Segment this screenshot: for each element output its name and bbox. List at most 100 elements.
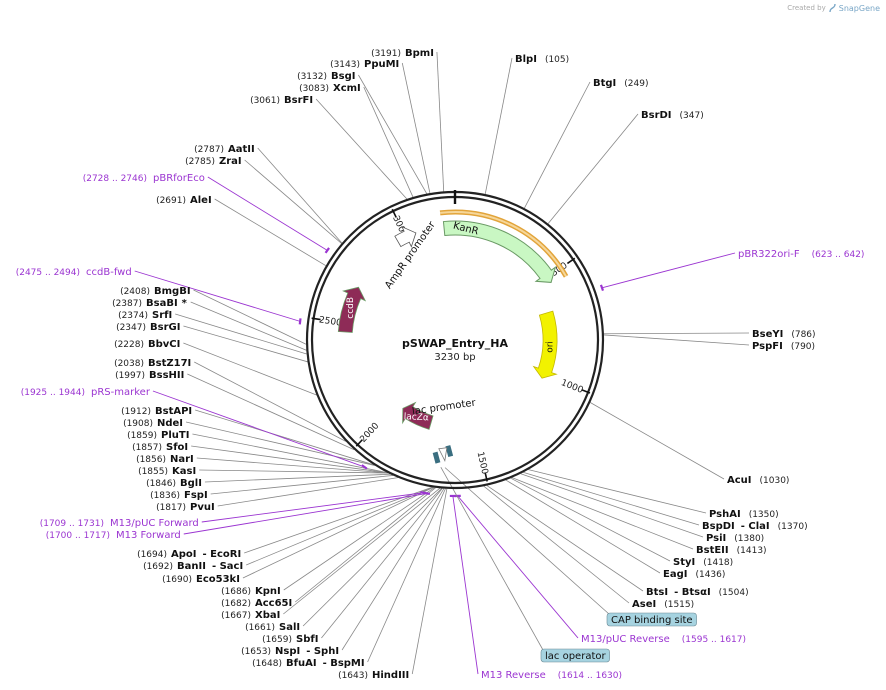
enzyme-site[interactable]: BsrGI(2347): [116, 322, 180, 333]
enzyme-position: (1836): [150, 491, 180, 501]
enzyme-site[interactable]: StyI(1418): [673, 557, 733, 568]
leader-line: [194, 361, 346, 442]
enzyme-site[interactable]: BtgI(249): [593, 78, 648, 89]
enzyme-position: (1436): [695, 570, 725, 580]
enzyme-site[interactable]: SbfI(1659): [262, 634, 318, 645]
primer-site[interactable]: pRS-marker(1925 .. 1944): [21, 387, 151, 398]
enzyme-site[interactable]: BspDI- ClaI(1370): [702, 521, 808, 532]
leader-line: [294, 487, 436, 603]
primer-site[interactable]: ccdB-fwd(2475 .. 2494): [16, 267, 132, 278]
enzyme-site[interactable]: ZraI(2785): [185, 156, 242, 167]
enzyme-site[interactable]: EagI(1436): [663, 569, 725, 580]
leader-line: [242, 487, 434, 579]
leader-line: [246, 486, 433, 566]
enzyme-position: (2374): [118, 311, 148, 321]
leader-line: [510, 477, 671, 562]
enzyme-position: (1690): [162, 575, 192, 585]
boxed-feature-text: CAP binding site: [611, 615, 693, 626]
primer-site[interactable]: pBRforEco(2728 .. 2746): [83, 173, 205, 184]
feature-kanr[interactable]: [442, 220, 557, 283]
enzyme-site[interactable]: Acc65I(1682): [221, 598, 292, 609]
enzyme-site[interactable]: HindIII(1643): [338, 670, 409, 681]
enzyme-site[interactable]: BbvCI(2228): [114, 339, 180, 350]
enzyme-site[interactable]: BpmI (3191): [371, 48, 434, 59]
enzyme-site[interactable]: KpnI(1686): [221, 586, 281, 597]
leader-line: [341, 488, 445, 651]
enzyme-site[interactable]: PpuMI(3143): [330, 59, 399, 70]
boxed-feature-label[interactable]: CAP binding site: [606, 612, 697, 627]
enzyme-site[interactable]: BsrDI (347): [641, 110, 704, 121]
enzyme-site[interactable]: BseYI(786): [752, 329, 816, 340]
enzyme-site[interactable]: BssHII(1997): [115, 370, 184, 381]
primer-site[interactable]: M13/pUC Reverse(1595 .. 1617): [581, 634, 746, 645]
leader-line: [401, 62, 431, 194]
primer-site[interactable]: M13/pUC Forward(1709 .. 1731): [40, 518, 199, 529]
lac-promoter-mark: [438, 447, 448, 463]
feature-ori[interactable]: [532, 310, 558, 379]
enzyme-site[interactable]: AseI(1515): [632, 599, 694, 610]
primer-site[interactable]: M13 Reverse(1614 .. 1630): [481, 670, 622, 681]
leader-line: [199, 469, 388, 474]
enzyme-site[interactable]: XbaI(1667): [221, 610, 280, 621]
enzyme-site[interactable]: BsgI(3132): [297, 71, 355, 82]
enzyme-position: (3191): [371, 49, 401, 59]
primer-site[interactable]: pBR322ori-F(623 .. 642): [738, 249, 864, 260]
feature-ampr-promoter[interactable]: [394, 225, 417, 248]
enzyme-site[interactable]: BstEII(1413): [696, 545, 767, 556]
enzyme-site[interactable]: BsaBI(2387)*: [112, 298, 188, 309]
primer-name: pBRforEco: [153, 173, 205, 184]
enzyme-name: AatII: [228, 144, 255, 155]
enzyme-name: StyI: [673, 557, 695, 568]
enzyme-name: PvuI: [190, 502, 215, 513]
enzyme-site[interactable]: BstZ17I(2038): [114, 358, 191, 369]
enzyme-site[interactable]: BfuAI(1648)- BspMI: [252, 658, 365, 669]
leader-line: [528, 469, 707, 514]
enzyme-name: BsrDI: [641, 110, 672, 121]
enzyme-site[interactable]: BsrFI(3061): [250, 95, 313, 106]
enzyme-site[interactable]: AleI(2691): [156, 195, 212, 206]
enzyme-site[interactable]: SfoI(1857): [132, 442, 188, 453]
enzyme-site[interactable]: AatII(2787): [194, 144, 255, 155]
leader-line: [367, 488, 446, 663]
enzyme-site[interactable]: PshAI(1350): [709, 509, 779, 520]
enzyme-site[interactable]: PsiI(1380): [706, 533, 764, 544]
enzyme-site[interactable]: ApoI(1694)- EcoRI: [137, 549, 241, 560]
enzyme-site[interactable]: KasI(1855): [138, 466, 196, 477]
enzyme-site[interactable]: PluTI(1859): [127, 430, 189, 441]
feature-ccdb[interactable]: [337, 286, 367, 333]
enzyme-name: BpmI: [405, 48, 434, 59]
leader-line: [210, 475, 393, 495]
enzyme-site[interactable]: BlpI(105): [515, 54, 569, 65]
ruler-tick: [581, 389, 591, 394]
leader-line: [484, 57, 513, 195]
enzyme-site[interactable]: BmgBI(2408): [120, 286, 190, 297]
feature-lacza[interactable]: [402, 401, 434, 430]
primer-site[interactable]: M13 Forward(1700 .. 1717): [46, 530, 181, 541]
enzyme-site[interactable]: BanII(1692)- SacI: [143, 561, 243, 572]
enzyme-site[interactable]: PvuI(1817): [156, 502, 215, 513]
enzyme-site[interactable]: BglI(1846): [146, 478, 202, 489]
enzyme-site[interactable]: BtsI- BtsαI(1504): [646, 587, 749, 598]
enzyme-site[interactable]: SrfI(2374): [118, 310, 172, 321]
enzyme-position: (347): [680, 111, 704, 121]
enzyme-name: BfuAI: [286, 658, 317, 669]
enzyme-site[interactable]: Eco53kI(1690): [162, 574, 240, 585]
enzyme-site[interactable]: NdeI(1908): [123, 418, 183, 429]
enzyme-name: FspI: [184, 490, 208, 501]
boxed-feature-label[interactable]: lac operator: [540, 648, 610, 663]
enzyme-site[interactable]: FspI (1836): [150, 490, 208, 501]
leader-line: [444, 467, 610, 615]
enzyme-site[interactable]: SalI(1661): [245, 622, 300, 633]
enzyme-position: (1859): [127, 431, 157, 441]
enzyme-site[interactable]: NspI(1653)- SphI: [241, 646, 339, 657]
enzyme-site[interactable]: BstAPI(1912): [121, 406, 192, 417]
primer-position: (1925 .. 1944): [21, 388, 85, 398]
enzyme-site[interactable]: NarI(1856): [136, 454, 194, 465]
enzyme-position: (2785): [185, 157, 215, 167]
enzyme-name: BssHII: [149, 370, 184, 381]
enzyme-site[interactable]: PspFI(790): [752, 341, 815, 352]
enzyme-site[interactable]: XcmI(3083): [299, 83, 361, 94]
enzyme-site[interactable]: AcuI(1030): [727, 475, 789, 486]
feature-label: AmpR promoter: [383, 219, 438, 291]
